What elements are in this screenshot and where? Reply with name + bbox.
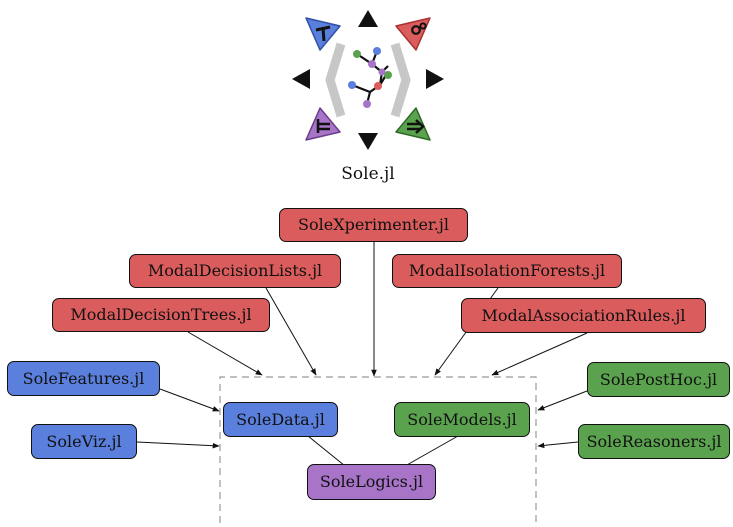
node-solelogics: SoleLogics.jl [307, 464, 436, 500]
edge-reasoners-to-core [537, 441, 579, 449]
implies-arrow-icon [407, 119, 425, 134]
left-angle-bracket-icon [325, 42, 346, 118]
arrow-right-icon [426, 69, 444, 89]
node-modalassociationrules: ModalAssociationRules.jl [461, 298, 706, 333]
node-solemodels: SoleModels.jl [394, 402, 530, 437]
edge-features-to-data [159, 388, 220, 412]
node-solefeatures: SoleFeatures.jl [7, 361, 160, 396]
models-turnstile-icon [316, 119, 330, 133]
arrow-down-icon [358, 133, 378, 150]
node-soledata: SoleData.jl [223, 402, 338, 437]
edge-viz-to-core [136, 441, 220, 449]
node-soleviz: SoleViz.jl [31, 424, 137, 459]
node-solereasoners: SoleReasoners.jl [578, 424, 730, 459]
edge-decision-trees-to-core [187, 331, 263, 376]
sole-logo-caption: Sole.jl [341, 164, 395, 184]
node-soleposthoc: SolePostHoc.jl [587, 362, 730, 397]
bottom-left-purple-triangle [305, 107, 341, 141]
node-solexperimenter: SoleXperimenter.jl [279, 208, 468, 242]
tree-nodes [348, 47, 392, 108]
core-packages-frame [219, 376, 537, 523]
arrow-left-icon [292, 69, 310, 89]
dependency-edges [136, 242, 588, 471]
sole-logo [292, 10, 444, 150]
node-modaldecisiontrees: ModalDecisionTrees.jl [52, 298, 270, 332]
node-modaldecisionlists: ModalDecisionLists.jl [129, 254, 341, 288]
right-angle-bracket-icon [390, 42, 411, 118]
arrow-up-icon [358, 10, 378, 27]
tree-icon [351, 50, 389, 105]
top-left-blue-triangle [305, 17, 341, 51]
top-right-red-triangle [395, 17, 431, 51]
edge-decision-lists-to-core [265, 287, 317, 376]
gears-icon [411, 22, 427, 35]
edge-posthoc-to-core [537, 390, 588, 411]
bottom-right-green-triangle [395, 107, 431, 141]
tack-icon [315, 25, 331, 42]
node-modalisolationforests: ModalIsolationForests.jl [392, 254, 622, 288]
edge-association-rules-to-core [491, 332, 588, 376]
